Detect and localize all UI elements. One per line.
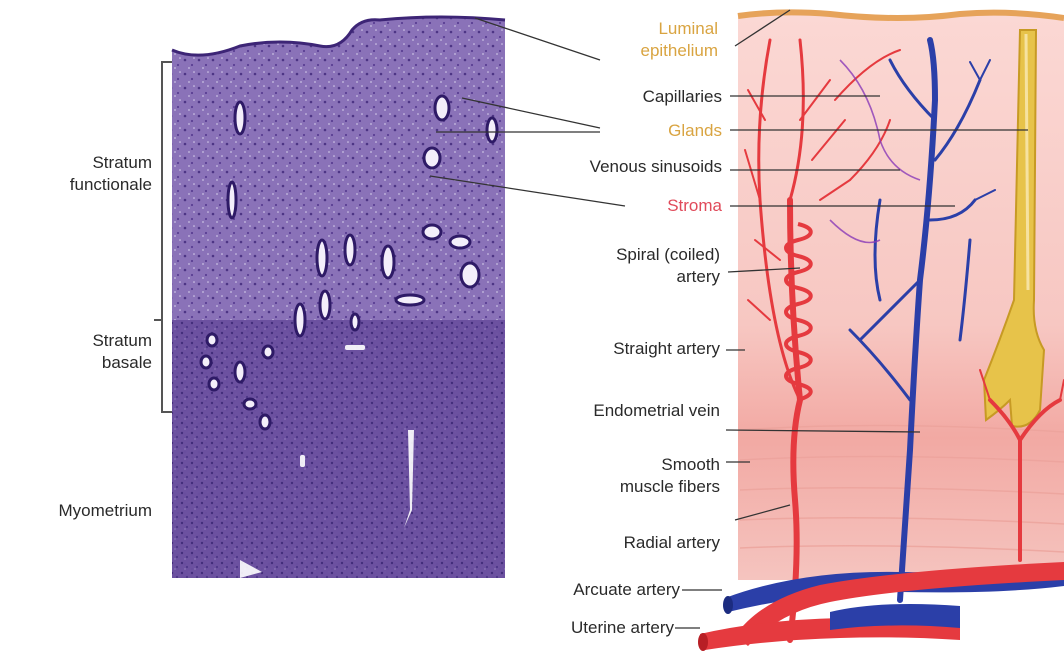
luminal-epithelium-line-1: Luminal [560, 18, 718, 40]
endometrial-vein-label: Endometrial vein [520, 400, 720, 422]
myometrium-label: Myometrium [6, 500, 152, 522]
luminal-epithelium-label: Luminal epithelium [560, 18, 718, 62]
stratum-basale-label: Stratum basale [40, 330, 152, 374]
stratum-basale-line-1: Stratum [40, 330, 152, 352]
uterine-artery-label: Uterine artery [500, 617, 674, 639]
glands-label: Glands [560, 120, 722, 142]
spiral-artery-label: Spiral (coiled) artery [540, 244, 720, 288]
venous-sinusoids-label: Venous sinusoids [520, 156, 722, 178]
stroma-label: Stroma [560, 195, 722, 217]
stratum-basale-line-2: basale [40, 352, 152, 374]
arcuate-artery-label: Arcuate artery [500, 579, 680, 601]
stratum-functionale-label: Stratum functionale [40, 152, 152, 196]
spiral-artery-line-2: artery [540, 266, 720, 288]
capillaries-label: Capillaries [560, 86, 722, 108]
smooth-muscle-label: Smooth muscle fibers [540, 454, 720, 498]
straight-artery-label: Straight artery [540, 338, 720, 360]
spiral-artery-line-1: Spiral (coiled) [540, 244, 720, 266]
stratum-functionale-line-2: functionale [40, 174, 152, 196]
stratum-functionale-line-1: Stratum [40, 152, 152, 174]
luminal-epithelium-line-2: epithelium [560, 40, 718, 62]
smooth-muscle-line-1: Smooth [540, 454, 720, 476]
strata-bracket [154, 62, 172, 412]
radial-artery-label: Radial artery [540, 532, 720, 554]
endometrium-illustration [698, 12, 1064, 651]
histology-micrograph [172, 17, 505, 578]
smooth-muscle-line-2: muscle fibers [540, 476, 720, 498]
